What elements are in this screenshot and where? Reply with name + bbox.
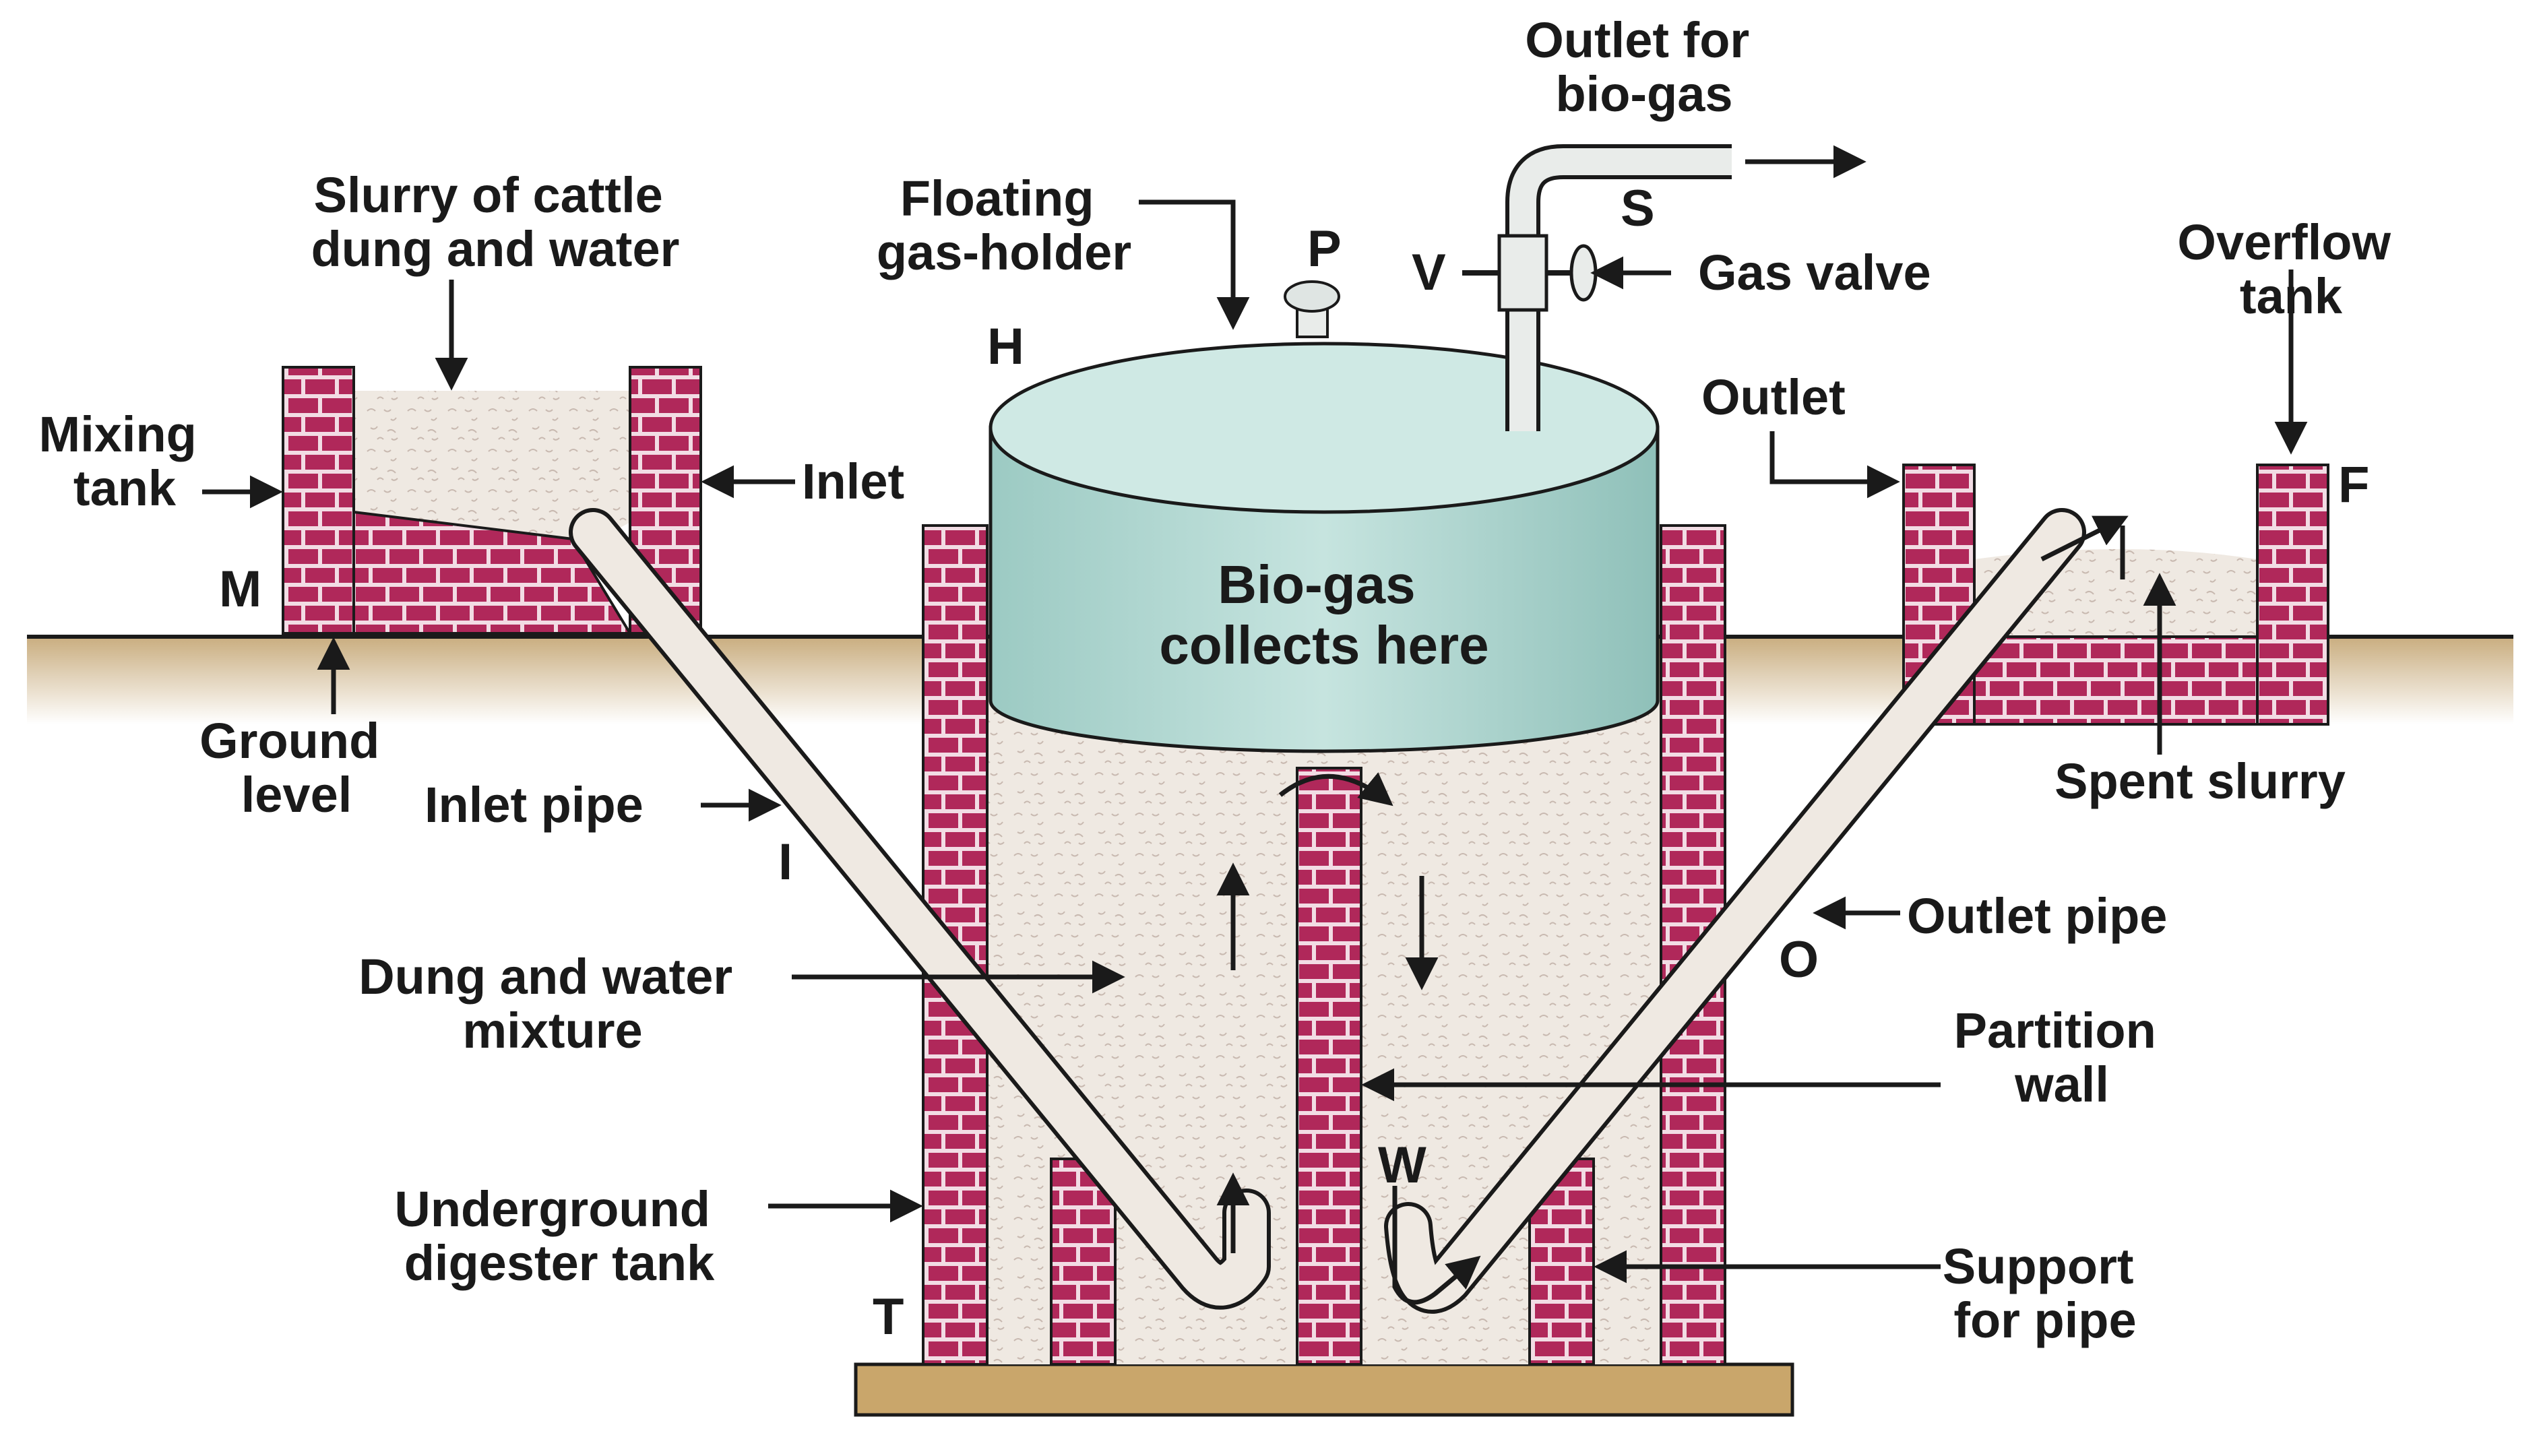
dung-water-mixture-label: Dung and water mixture [358, 949, 747, 1058]
spent-slurry-label: Spent slurry [2054, 753, 2346, 809]
letter-h: H [987, 318, 1024, 375]
gas-valve-label: Gas valve [1698, 245, 1931, 300]
partition-wall-line2: wall [2014, 1056, 2109, 1112]
letter-t: T [873, 1288, 904, 1346]
ground-level-line1: Ground [199, 713, 379, 769]
overflow-tank-label: Overflow tank [2177, 214, 2404, 324]
outlet-for-biogas-line1: Outlet for [1525, 12, 1749, 68]
floating-gas-holder [989, 280, 1660, 753]
floating-gas-holder-line2: gas-holder [877, 224, 1131, 280]
partition-wall [1296, 767, 1362, 1366]
letter-w: W [1378, 1137, 1426, 1194]
slurry-label: Slurry of cattle dung and water [311, 167, 680, 277]
gas-outlet-pipe [1462, 144, 1732, 431]
gas-valve [1497, 234, 1548, 312]
slurry-line1: Slurry of cattle [314, 167, 663, 223]
partition-wall-label: Partition wall [1954, 1003, 2170, 1112]
overflow-tank-line1: Overflow [2177, 214, 2391, 270]
letter-i: I [778, 833, 792, 891]
letter-p: P [1307, 220, 1342, 278]
mixing-tank [282, 366, 702, 635]
floating-gas-holder-label: Floating gas-holder [877, 170, 1131, 280]
letter-f: F [2338, 456, 2369, 513]
outlet-for-biogas-line2: bio-gas [1555, 66, 1732, 122]
dung-water-mixture-line2: mixture [462, 1003, 642, 1058]
letter-o: O [1779, 931, 1819, 988]
ground-level-label: Ground level [199, 713, 394, 823]
inlet-label: Inlet [802, 453, 904, 509]
letter-v: V [1412, 244, 1446, 301]
leader-arrows [202, 145, 2308, 1284]
mixing-tank-label: Mixing tank [39, 406, 211, 516]
inlet-pipe-label: Inlet pipe [425, 777, 644, 833]
outlet-pipe-label: Outlet pipe [1907, 888, 2167, 944]
ground-level-line2: level [241, 767, 352, 823]
outlet-for-biogas-label: Outlet for bio-gas [1525, 12, 1763, 122]
biogas-collects-label: Bio-gas collects here [1159, 555, 1488, 675]
underground-digester-label: Underground digester tank [394, 1181, 724, 1291]
outlet-label: Outlet [1701, 369, 1846, 425]
biogas-collects-line1: Bio-gas [1218, 555, 1415, 614]
partition-wall-line1: Partition [1954, 1003, 2156, 1058]
support-for-pipe-line1: Support [1943, 1238, 2134, 1294]
support-for-pipe-line2: for pipe [1953, 1292, 2136, 1348]
dung-water-mixture-line1: Dung and water [358, 949, 732, 1005]
mixing-tank-line2: tank [73, 460, 177, 516]
floating-gas-holder-line1: Floating [900, 170, 1094, 226]
support-for-pipe-label: Support for pipe [1943, 1238, 2147, 1348]
biogas-collects-line2: collects here [1159, 615, 1488, 675]
underground-digester-line2: digester tank [404, 1235, 715, 1291]
overflow-tank-line2: tank [2240, 268, 2343, 324]
slurry-line2: dung and water [311, 221, 680, 277]
underground-digester-line1: Underground [394, 1181, 710, 1237]
foundation-slab [854, 1362, 1794, 1417]
overflow-arrow [2040, 515, 2129, 562]
letter-s: S [1621, 180, 1655, 237]
letter-m: M [219, 561, 261, 618]
flow-arrows [1216, 526, 2125, 1305]
mixing-tank-line1: Mixing [39, 406, 197, 462]
